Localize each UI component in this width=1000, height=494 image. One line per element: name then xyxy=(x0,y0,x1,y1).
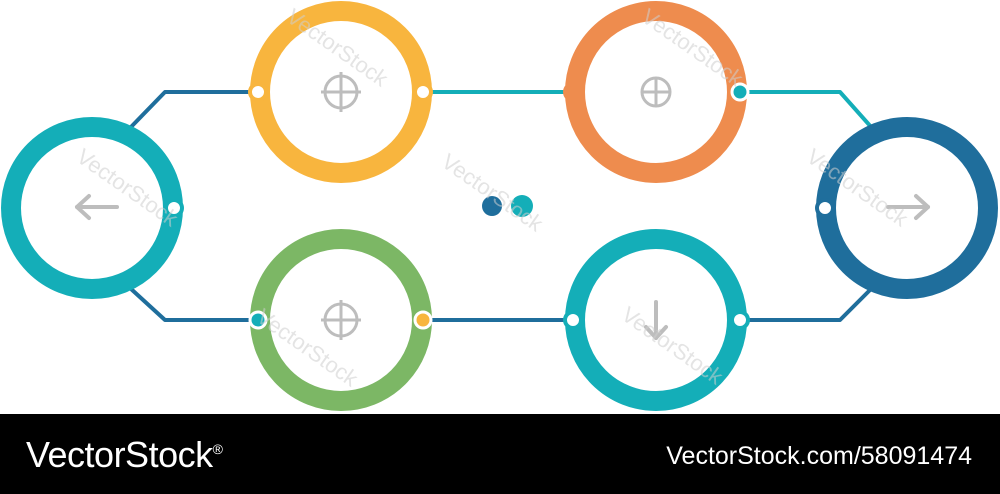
arrow-down-icon xyxy=(644,300,668,340)
footer-bar: VectorStock® VectorStock.com/58091474 xyxy=(0,414,1000,494)
node-port-right xyxy=(815,198,835,218)
cycle-diagram: VectorStock VectorStock VectorStock Vect… xyxy=(1,1,998,411)
node-port-out xyxy=(730,310,750,330)
node-top-right xyxy=(563,1,750,183)
node-bottom-left xyxy=(248,229,433,411)
node-port-in xyxy=(563,82,583,102)
arrow-right-icon xyxy=(886,194,930,220)
watermark-text: VectorStock xyxy=(437,149,548,237)
watermark: VectorStock VectorStock VectorStock Vect… xyxy=(72,4,913,392)
center-dot-teal xyxy=(511,195,533,217)
node-port-out xyxy=(413,310,433,330)
watermark-text: VectorStock xyxy=(617,302,728,390)
node-right xyxy=(815,117,998,299)
node-port-in xyxy=(248,310,268,330)
brand-name: VectorStock xyxy=(26,434,213,475)
node-port-in xyxy=(248,82,268,102)
brand-logo: VectorStock® xyxy=(26,434,223,476)
node-port-out xyxy=(413,82,433,102)
crosshair-icon xyxy=(321,300,361,340)
node-left xyxy=(1,117,184,299)
connector-top-right-to-right xyxy=(746,90,874,130)
center-dots xyxy=(482,195,533,217)
node-port-in xyxy=(563,310,583,330)
node-bottom-right xyxy=(563,229,750,411)
connectors xyxy=(128,90,874,322)
node-port-left xyxy=(164,198,184,218)
connector-left-to-bottom-left xyxy=(128,286,250,322)
crosshair-icon xyxy=(321,72,361,112)
center-dot-blue xyxy=(482,196,502,216)
connector-bottom-right-to-right xyxy=(746,286,874,322)
crosshair-icon xyxy=(640,76,672,108)
connector-left-to-top-left xyxy=(128,90,250,130)
arrow-left-icon xyxy=(75,194,119,220)
brand-registered-mark: ® xyxy=(212,441,223,457)
node-top-left xyxy=(248,1,433,183)
node-port-out xyxy=(730,82,750,102)
image-id-label: VectorStock.com/58091474 xyxy=(666,442,972,470)
